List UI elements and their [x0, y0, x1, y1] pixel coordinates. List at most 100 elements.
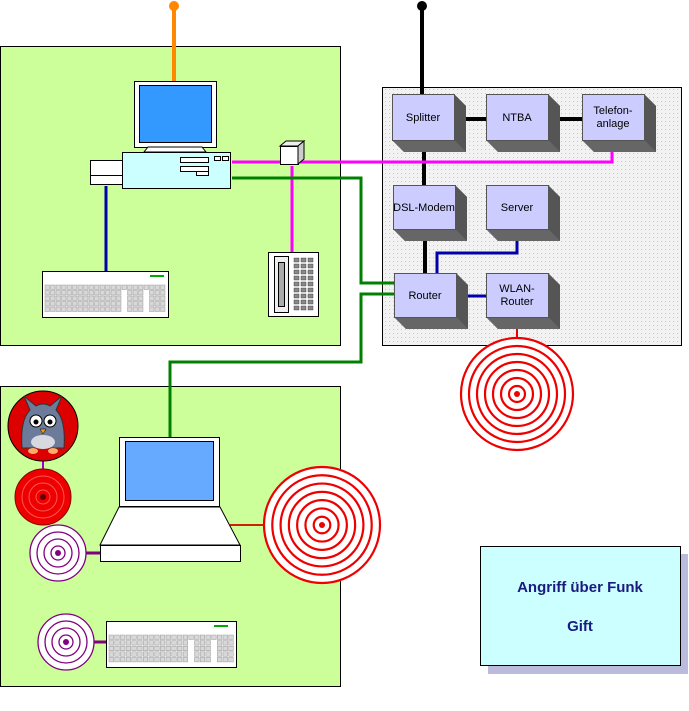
- server-box[interactable]: Server: [486, 185, 560, 241]
- key: [108, 651, 114, 657]
- keyboard-icon[interactable]: [42, 271, 169, 318]
- key: [110, 290, 116, 296]
- key: [66, 295, 72, 301]
- furby-toy-icon[interactable]: [7, 390, 79, 462]
- key: [44, 284, 50, 290]
- key: [177, 651, 183, 657]
- key: [160, 657, 166, 663]
- key: [205, 634, 211, 640]
- key: [160, 295, 166, 301]
- wave-ring: [36, 531, 80, 575]
- key: [131, 640, 137, 646]
- led: [150, 275, 164, 277]
- key: [165, 645, 171, 651]
- wlan-router-box[interactable]: WLAN- Router: [486, 273, 560, 329]
- wave-ring: [28, 482, 58, 512]
- key: [114, 651, 120, 657]
- key: [72, 295, 78, 301]
- key: [182, 640, 188, 646]
- key: [114, 645, 120, 651]
- key: [127, 290, 133, 296]
- key: [160, 284, 166, 290]
- key: [300, 275, 307, 281]
- key: [137, 657, 143, 663]
- key: [66, 290, 72, 296]
- wave-center: [514, 391, 520, 397]
- key: [165, 657, 171, 663]
- key: [72, 301, 78, 307]
- wave-ring: [483, 360, 551, 428]
- key: [182, 657, 188, 663]
- key: [142, 645, 149, 651]
- laptop-icon[interactable]: [99, 437, 241, 562]
- key: [148, 657, 154, 663]
- info-box: Angriff über Funk Gift: [480, 546, 688, 674]
- key: [148, 640, 154, 646]
- key: [222, 657, 228, 663]
- key: [199, 634, 206, 640]
- key: [182, 651, 188, 657]
- dsl-modem-box[interactable]: DSL-Modem: [393, 185, 467, 241]
- wave-ring: [21, 475, 65, 519]
- key: [165, 640, 171, 646]
- telefonanlage-box[interactable]: Telefon- anlage: [582, 94, 656, 152]
- telephone-icon[interactable]: [268, 252, 319, 317]
- key: [293, 257, 300, 263]
- ntba-box[interactable]: NTBA: [486, 94, 560, 152]
- purple-radio-wave-icon: [29, 524, 87, 582]
- key: [137, 645, 143, 651]
- wave-ring: [43, 538, 73, 568]
- key: [222, 634, 228, 640]
- key: [77, 306, 83, 312]
- wave-ring: [58, 634, 74, 650]
- key: [199, 651, 206, 657]
- key: [131, 634, 137, 640]
- key: [177, 640, 183, 646]
- wave-ring: [491, 368, 543, 420]
- key: [293, 275, 300, 281]
- splitter-box[interactable]: Splitter: [392, 94, 466, 152]
- led: [214, 625, 228, 627]
- wave-ring: [44, 620, 88, 664]
- key: [149, 290, 155, 296]
- desktop-computer-icon[interactable]: [90, 81, 306, 189]
- key: [83, 301, 89, 307]
- key: [114, 640, 120, 646]
- key: [72, 290, 78, 296]
- key: [132, 306, 138, 312]
- key: [105, 290, 111, 296]
- key: [50, 295, 56, 301]
- key: [228, 651, 234, 657]
- key: [110, 284, 116, 290]
- key: [154, 301, 160, 307]
- key: [194, 634, 200, 640]
- wireless-keyboard-icon[interactable]: [106, 621, 237, 668]
- key: [105, 301, 111, 307]
- key: [138, 290, 144, 296]
- key: [120, 651, 126, 657]
- key: [125, 657, 131, 663]
- key: [194, 640, 200, 646]
- key: [121, 284, 127, 290]
- key: [194, 645, 200, 651]
- key: [138, 301, 144, 307]
- key: [177, 657, 183, 663]
- key: [114, 634, 120, 640]
- router-box[interactable]: Router: [394, 273, 468, 329]
- key: [307, 275, 314, 281]
- wave-ring: [50, 545, 66, 561]
- key: [83, 290, 89, 296]
- key: [120, 657, 126, 663]
- key: [66, 284, 72, 290]
- key: [307, 263, 314, 269]
- key: [88, 290, 94, 296]
- key: [293, 287, 300, 293]
- key: [199, 645, 206, 651]
- key: [137, 634, 143, 640]
- key: [105, 306, 111, 312]
- key: [77, 301, 83, 307]
- key: [160, 290, 166, 296]
- key: [125, 651, 131, 657]
- key: [138, 295, 144, 301]
- key: [300, 263, 307, 269]
